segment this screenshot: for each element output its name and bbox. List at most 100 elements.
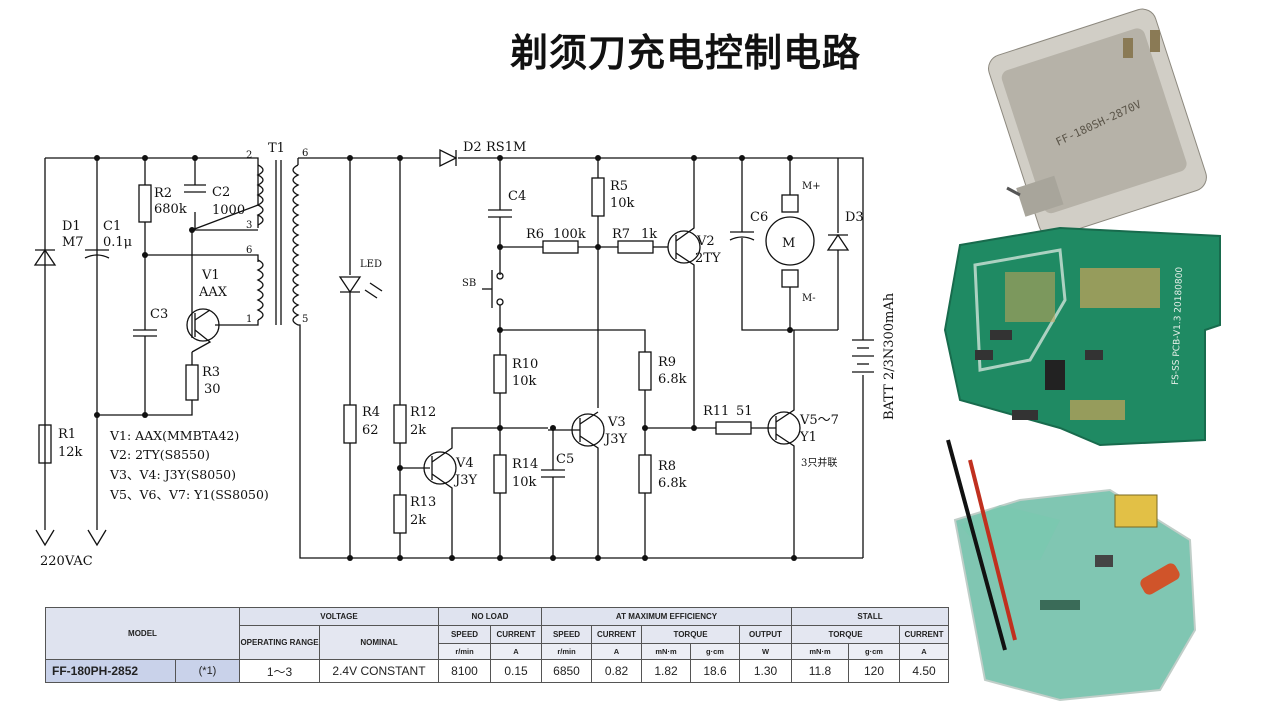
r13-value: 2k xyxy=(410,513,426,528)
header-nl-current: CURRENT xyxy=(490,625,542,644)
motor-symbol: M xyxy=(782,236,795,251)
unit-cell: g·cm xyxy=(690,643,740,660)
unit-cell: A xyxy=(490,643,542,660)
parallel-note: 3只并联 xyxy=(801,456,837,469)
unit-cell: A xyxy=(591,643,642,660)
header-stall: STALL xyxy=(791,607,949,626)
v2-ref: V2 xyxy=(696,234,715,249)
legend-line: V3、V4: J3Y(S8050) xyxy=(109,467,236,482)
r8-ref: R8 xyxy=(658,459,676,474)
page-title: 剃须刀充电控制电路 xyxy=(510,31,862,75)
unit-cell: r/min xyxy=(438,643,491,660)
r9-value: 6.8k xyxy=(658,372,687,387)
pin-label: 5 xyxy=(302,314,308,325)
unit-cell: mN·m xyxy=(641,643,691,660)
v4-value: J3Y xyxy=(453,473,477,488)
r14-value: 10k xyxy=(512,475,537,490)
v4-ref: V4 xyxy=(455,456,474,471)
model-cell: FF-180PH-2852 xyxy=(45,659,176,683)
input-voltage-label: 220VAC xyxy=(40,554,93,569)
unit-cell: W xyxy=(739,643,792,660)
led-ref: LED xyxy=(360,259,382,270)
circuit-schematic: T1 2 3 6 1 6 5 D1 M7 C1 0.1μ R2 680k C2 … xyxy=(33,140,897,569)
legend-line: V1: AAX(MMBTA42) xyxy=(109,428,239,443)
pin-label: 6 xyxy=(302,148,308,159)
d1-ref: D1 xyxy=(62,219,81,234)
st-torque-mn-cell: 11.8 xyxy=(791,659,849,683)
c2-value: 1000 xyxy=(212,203,245,218)
header-model: MODEL xyxy=(45,607,240,660)
c5-ref: C5 xyxy=(556,452,574,467)
r3-ref: R3 xyxy=(202,365,220,380)
transformer-label: T1 xyxy=(268,141,285,156)
r1-ref: R1 xyxy=(58,427,76,442)
c6-ref: C6 xyxy=(750,210,768,225)
v3-ref: V3 xyxy=(607,415,626,430)
legend-line: V2: 2TY(S8550) xyxy=(109,447,210,462)
pin-label: 3 xyxy=(246,220,252,231)
me-torque-g-cell: 18.6 xyxy=(690,659,740,683)
header-st-torque: TORQUE xyxy=(791,625,900,644)
header-nl-speed: SPEED xyxy=(438,625,491,644)
r2-ref: R2 xyxy=(154,186,172,201)
c2-ref: C2 xyxy=(212,185,230,200)
r5-ref: R5 xyxy=(610,179,628,194)
battery-label: BATT 2/3N300mAh xyxy=(882,292,897,420)
r11-ref: R11 xyxy=(703,404,729,419)
r10-ref: R10 xyxy=(512,357,538,372)
unit-cell: mN·m xyxy=(791,643,849,660)
r8-value: 6.8k xyxy=(658,476,687,491)
pcb-photo: FS-SS PCB-V1.3 20180800 xyxy=(943,226,1221,447)
v1-value: AAX xyxy=(198,285,228,300)
r14-ref: R14 xyxy=(512,457,538,472)
me-torque-mn-cell: 1.82 xyxy=(641,659,691,683)
header-me-current: CURRENT xyxy=(591,625,642,644)
v2-value: 2TY xyxy=(695,251,721,266)
r6-ref: R6 xyxy=(526,227,544,242)
me-current-cell: 0.82 xyxy=(591,659,642,683)
r4-value: 62 xyxy=(362,423,379,438)
unit-cell: r/min xyxy=(541,643,592,660)
unit-cell: A xyxy=(899,643,949,660)
header-max-efficiency: AT MAXIMUM EFFICIENCY xyxy=(541,607,792,626)
nl-speed-cell: 8100 xyxy=(438,659,491,683)
header-st-current: CURRENT xyxy=(899,625,949,644)
motor-photo: FF-180SH-2870V xyxy=(988,8,1207,238)
me-output-cell: 1.30 xyxy=(739,659,792,683)
me-speed-cell: 6850 xyxy=(541,659,592,683)
sb-ref: SB xyxy=(462,278,476,289)
pin-label: 6 xyxy=(246,245,252,256)
r4-ref: R4 xyxy=(362,405,380,420)
d2-value: RS1M xyxy=(486,140,526,155)
r12-value: 2k xyxy=(410,423,426,438)
r12-ref: R12 xyxy=(410,405,436,420)
c3-ref: C3 xyxy=(150,307,168,322)
header-operating-range: OPERATING RANGE xyxy=(239,625,320,660)
nl-current-cell: 0.15 xyxy=(490,659,542,683)
r5-value: 10k xyxy=(610,196,635,211)
st-torque-g-cell: 120 xyxy=(848,659,900,683)
r1-value: 12k xyxy=(58,445,83,460)
v1-ref: V1 xyxy=(201,268,220,283)
header-voltage: VOLTAGE xyxy=(239,607,439,626)
r9-ref: R9 xyxy=(658,355,676,370)
motor-spec-table: MODEL VOLTAGE NO LOAD AT MAXIMUM EFFICIE… xyxy=(45,607,949,683)
r7-ref: R7 xyxy=(612,227,630,242)
header-me-output: OUTPUT xyxy=(739,625,792,644)
pin-label: 1 xyxy=(246,314,252,325)
r2-value: 680k xyxy=(154,202,187,217)
r11-value: 51 xyxy=(736,404,753,419)
v5-value: Y1 xyxy=(799,430,817,445)
table-row: FF-180PH-2852 (*1) 1～3 2.4V CONSTANT 810… xyxy=(45,659,949,683)
c1-value: 0.1μ xyxy=(103,235,132,250)
motor-minus: M- xyxy=(802,293,816,304)
range-cell: 1～3 xyxy=(239,659,320,683)
unit-cell: g·cm xyxy=(848,643,900,660)
r3-value: 30 xyxy=(204,382,221,397)
nominal-cell: 2.4V CONSTANT xyxy=(319,659,439,683)
r7-value: 1k xyxy=(641,227,657,242)
st-current-cell: 4.50 xyxy=(899,659,949,683)
pin-label: 2 xyxy=(246,150,252,161)
d1-value: M7 xyxy=(62,235,84,250)
